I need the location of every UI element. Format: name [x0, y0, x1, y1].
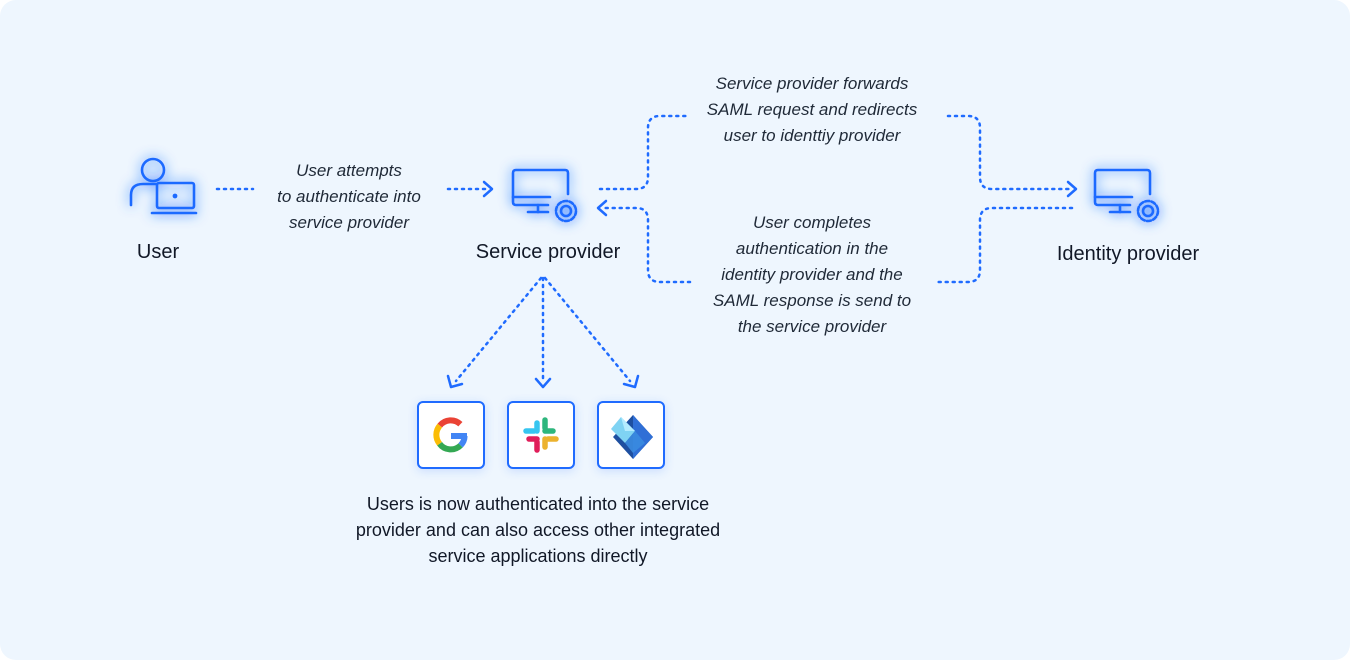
- node-label-identity-provider: Identity provider: [1056, 243, 1200, 265]
- app-tile-slack: [507, 401, 575, 469]
- node-label-service-provider: Service provider: [475, 241, 621, 263]
- arrow-idp-to-sp: [602, 206, 1074, 284]
- note-sp-forward: Service provider forwards SAML request a…: [706, 74, 918, 145]
- arrowhead-sp-to-idp: [1066, 180, 1078, 198]
- arrowhead-idp-to-sp: [596, 199, 608, 217]
- app-tile-azure-ad: [597, 401, 665, 469]
- caption-sso-result: Users is now authenticated into the serv…: [355, 494, 721, 566]
- arrowhead-user-to-sp: [482, 180, 494, 198]
- note-user-attempt: User attempts to authenticate into servi…: [277, 161, 421, 232]
- arrow-sp-to-idp: [598, 114, 1074, 191]
- slack-icon: [523, 417, 559, 453]
- google-icon: [433, 417, 468, 453]
- azure-ad-icon: [611, 415, 653, 459]
- note-idp-response: User completes authentication in the ide…: [712, 213, 912, 336]
- monitor-gear-icon-sp: [511, 168, 578, 223]
- arrowheads-apps: [446, 374, 640, 389]
- node-label-user: User: [136, 241, 180, 263]
- monitor-gear-icon-idp: [1093, 168, 1160, 223]
- user-icon: [129, 157, 198, 215]
- arrows-sp-to-apps: [454, 276, 632, 384]
- app-tile-google: [417, 401, 485, 469]
